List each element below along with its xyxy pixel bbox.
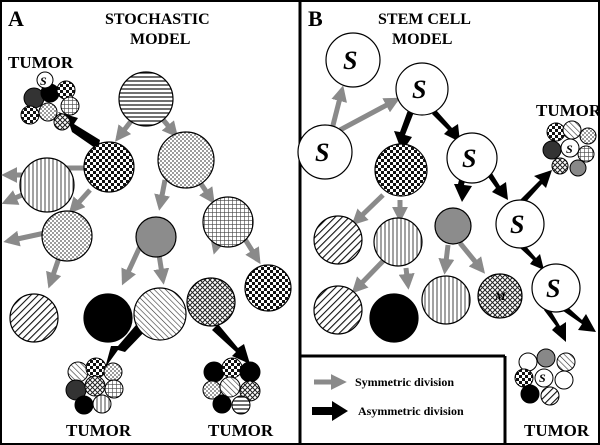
b-cell-diagonal-2 (313, 285, 363, 335)
a-cell-checker (83, 141, 135, 193)
a-cell-checker-2 (244, 264, 292, 312)
panel-a-title-line1: STOCHASTIC (105, 11, 210, 28)
b-tumor-stem-label-2: S (539, 371, 546, 385)
b-cell-black (369, 293, 419, 343)
legend-asymmetric-label: Asymmetric division (358, 404, 464, 418)
a-cell-grid (202, 196, 254, 248)
a-tumor-cluster-2 (65, 357, 124, 415)
b-cell-cross (477, 273, 523, 319)
panel-b-cells (297, 32, 581, 343)
b-stem-cell-4 (446, 132, 498, 184)
b-stem-cell-1 (325, 32, 381, 88)
b-tumor-cluster-1: S (542, 120, 597, 177)
panel-b-stem-labels: S S S S S S M (315, 46, 560, 303)
a-cell-dotted-2 (41, 210, 93, 262)
a-tumor-cluster-1: S (20, 71, 80, 131)
a-tumor-stem-label: S (40, 74, 47, 88)
b-cell-diagonal (313, 215, 363, 265)
b-mixed-label: M (494, 289, 506, 303)
a-tumor-label-2: TUMOR (66, 421, 132, 440)
b-stem-label-3: S (315, 138, 329, 167)
b-stem-label-2: S (412, 75, 426, 104)
b-tumor-stem-label-1: S (566, 142, 573, 156)
a-cell-diagonal (9, 293, 59, 343)
b-stem-cell-5 (495, 199, 545, 249)
b-stem-cell-3 (297, 124, 353, 180)
panel-b-asymmetric-arrows (394, 110, 596, 342)
panel-a-letter: A (8, 6, 24, 31)
a-tumor-label-1: TUMOR (8, 53, 74, 72)
panel-b-title-line2: MODEL (392, 31, 452, 48)
a-cell-gray (135, 216, 177, 258)
legend-symmetric-label: Symmetric division (355, 375, 454, 389)
b-stem-label-6: S (546, 274, 560, 303)
a-tumor-label-3: TUMOR (208, 421, 274, 440)
a-cell-vertical (19, 157, 75, 213)
b-stem-label-4: S (462, 144, 476, 173)
b-tumor-cluster-2: S (514, 348, 576, 406)
a-cell-hatch (133, 287, 187, 341)
panel-a: A STOCHASTIC MODEL (1, 6, 292, 440)
legend: Symmetric division Asymmetric division (300, 354, 507, 445)
panel-a-title-line2: MODEL (130, 31, 190, 48)
b-stem-cell-6 (531, 263, 581, 313)
a-tumor-cluster-3 (202, 357, 261, 415)
a-cell-cross (186, 277, 236, 327)
legend-asymmetric-arrow (312, 401, 348, 421)
b-stem-label-1: S (343, 46, 357, 75)
panel-a-cells (9, 71, 292, 343)
b-cell-checker (374, 143, 428, 197)
b-stem-cell-2 (395, 62, 449, 116)
b-stem-label-5: S (510, 210, 524, 239)
a-cell-dotted (157, 131, 215, 189)
b-cell-vertical (373, 217, 423, 267)
b-tumor-label-2: TUMOR (524, 421, 590, 440)
a-cell-origin (118, 71, 174, 127)
panel-b-title-line1: STEM CELL (378, 11, 471, 28)
panel-b-letter: B (308, 6, 323, 31)
b-cell-vertical-2 (421, 275, 471, 325)
panel-b: B STEM CELL MODEL (297, 6, 600, 445)
b-cell-gray (434, 207, 472, 245)
b-tumor-label-1: TUMOR (536, 101, 600, 120)
a-cell-black (83, 293, 133, 343)
